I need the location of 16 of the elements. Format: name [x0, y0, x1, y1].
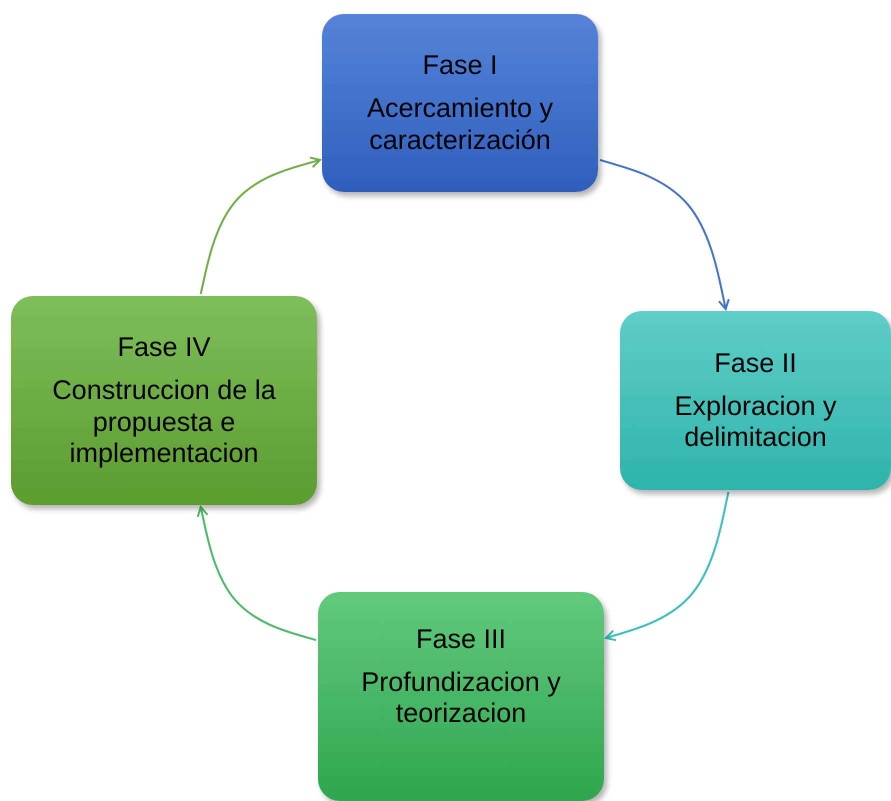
phase-description: Exploracion y delimitacion [673, 390, 838, 454]
arrow [196, 506, 316, 642]
phase-description: Profundizacion y teorizacion [360, 666, 562, 730]
process-box [11, 296, 317, 505]
process-box [318, 592, 604, 801]
arrow [600, 159, 730, 310]
phase-description: Construccion de la propuesta e implementacion [51, 375, 277, 469]
phase-description: Acercamiento y caracterización [366, 93, 554, 156]
phase-title: Fase II [714, 348, 797, 379]
arrow [605, 492, 730, 642]
phase-title: Fase IV [117, 332, 211, 364]
arrow [200, 156, 321, 294]
process-box [620, 311, 891, 490]
phase-title: Fase I [422, 50, 498, 82]
phase-title: Fase III [416, 624, 506, 655]
process-box [322, 14, 598, 192]
